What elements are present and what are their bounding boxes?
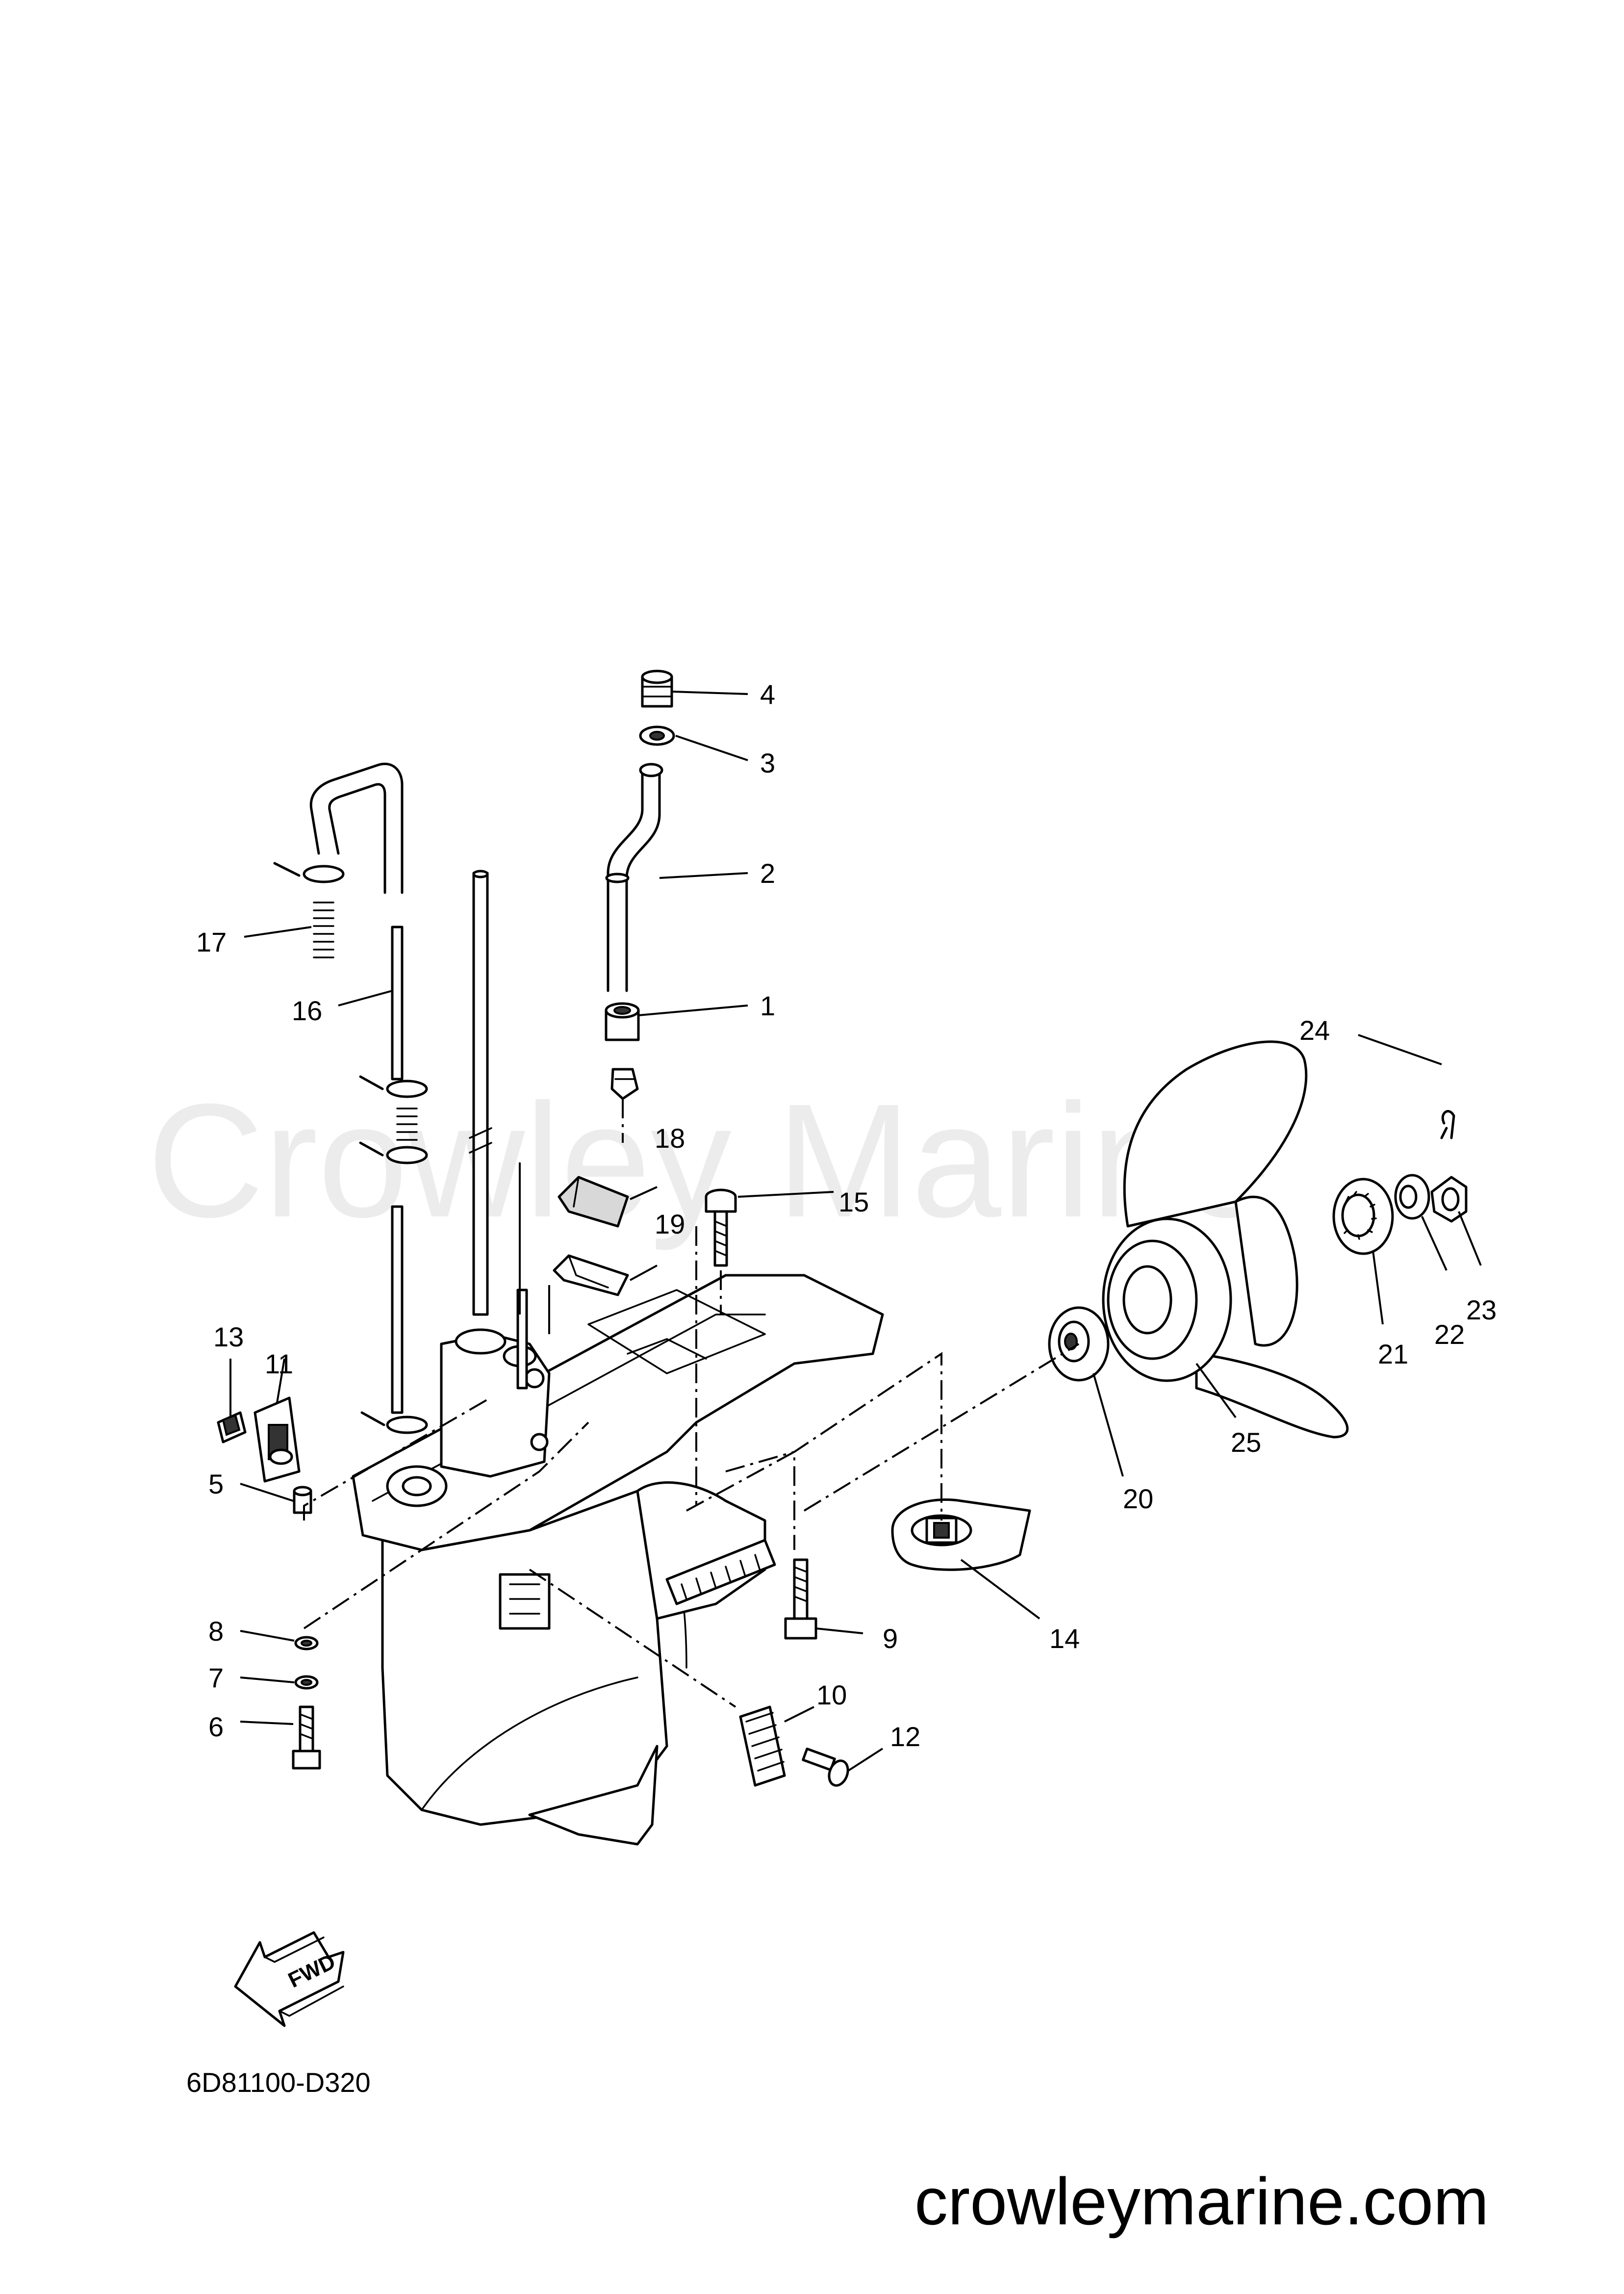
fwd-arrow-icon: FWD bbox=[234, 1931, 345, 2027]
watermark-text: Crowley Marine bbox=[147, 1070, 1271, 1252]
label-part-8: 8 bbox=[208, 1616, 224, 1647]
label-part-4: 4 bbox=[760, 679, 775, 710]
leader-lines bbox=[229, 691, 1482, 1772]
label-part-5: 5 bbox=[208, 1469, 224, 1499]
label-part-17: 17 bbox=[196, 927, 227, 957]
part-25-propeller bbox=[1102, 1040, 1349, 1439]
parts-10-12-grille bbox=[739, 1705, 849, 1787]
label-part-7: 7 bbox=[208, 1662, 224, 1693]
part-11-13-bracket bbox=[217, 1396, 301, 1483]
label-part-12: 12 bbox=[890, 1721, 920, 1752]
parts-21-24-prop-hardware bbox=[1332, 1110, 1468, 1255]
label-part-9: 9 bbox=[883, 1623, 898, 1654]
label-part-1: 1 bbox=[760, 990, 775, 1021]
label-part-15: 15 bbox=[838, 1186, 869, 1217]
label-part-16: 16 bbox=[292, 995, 322, 1026]
diagram-code: 6D81100-D320 bbox=[186, 2067, 371, 2098]
label-part-18: 18 bbox=[655, 1123, 685, 1154]
label-part-22: 22 bbox=[1434, 1319, 1465, 1350]
parts-6-7-8 bbox=[292, 1636, 321, 1770]
part-16-hose bbox=[309, 762, 404, 1414]
label-part-19: 19 bbox=[655, 1209, 685, 1239]
part-9-bolt bbox=[784, 1558, 817, 1640]
part-14-anode bbox=[891, 1498, 1031, 1571]
label-part-11: 11 bbox=[265, 1348, 293, 1379]
label-part-13: 13 bbox=[213, 1321, 244, 1352]
part-5-pin bbox=[293, 1486, 312, 1514]
label-part-24: 24 bbox=[1299, 1015, 1330, 1046]
part-17-clamps bbox=[273, 862, 428, 1434]
label-part-3: 3 bbox=[760, 747, 775, 778]
site-url: crowleymarine.com bbox=[914, 2164, 1489, 2239]
label-part-2: 2 bbox=[760, 858, 775, 889]
label-part-25: 25 bbox=[1231, 1427, 1261, 1458]
part-15-bolt bbox=[705, 1188, 737, 1315]
label-part-6: 6 bbox=[208, 1711, 224, 1742]
assembly-centerlines bbox=[303, 1226, 1080, 1708]
water-tube-assembly bbox=[605, 670, 675, 1143]
part-number-labels: 4 3 2 1 17 16 18 19 15 13 11 5 8 7 6 9 1… bbox=[196, 679, 1497, 1752]
drive-shaft bbox=[469, 870, 492, 1316]
label-part-20: 20 bbox=[1123, 1483, 1153, 1514]
label-part-10: 10 bbox=[816, 1679, 847, 1710]
label-part-14: 14 bbox=[1049, 1623, 1080, 1654]
label-part-23: 23 bbox=[1466, 1294, 1497, 1325]
seal-and-plate bbox=[553, 1176, 629, 1296]
label-part-21: 21 bbox=[1378, 1339, 1408, 1369]
